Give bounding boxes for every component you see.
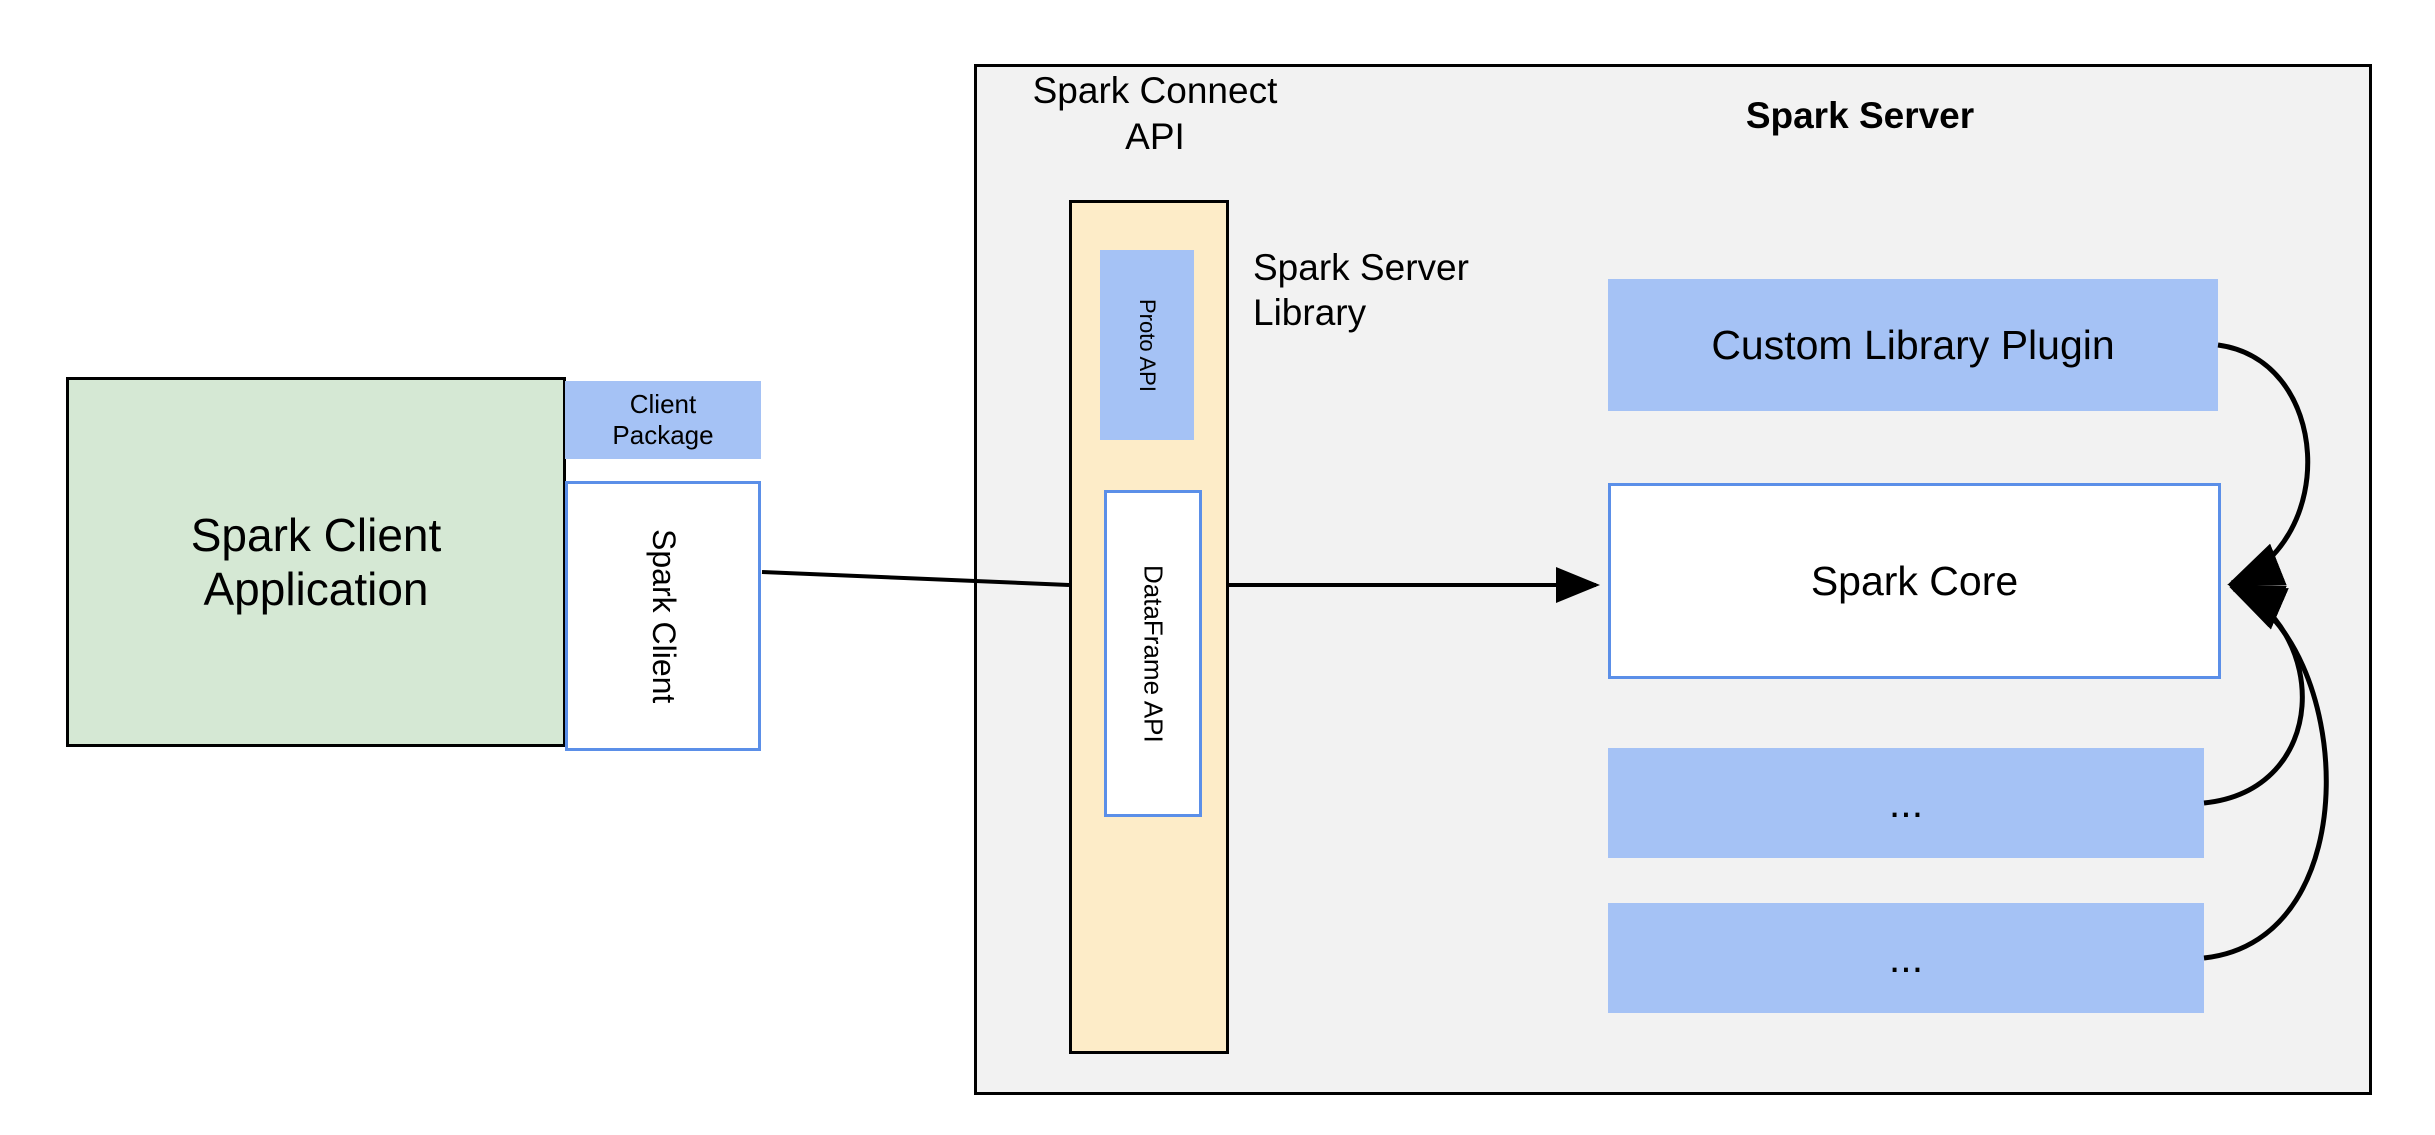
spark-server-title: Spark Server (1745, 95, 1975, 136)
proto-api-box[interactable]: Proto API (1100, 250, 1194, 440)
client-package-box[interactable]: Client Package (565, 381, 761, 459)
ellipsis-label-2: ... (1888, 934, 1924, 981)
custom-library-plugin-box[interactable]: Custom Library Plugin (1608, 279, 2218, 411)
spark-client-box[interactable]: Spark Client (565, 481, 761, 751)
dataframe-api-box[interactable]: DataFrame API (1104, 490, 1202, 817)
ellipsis-box-1[interactable]: ... (1608, 748, 2204, 858)
spark-connect-api-label: Spark Connect API (1032, 70, 1278, 158)
spark-server-library-label: Spark Server Library (1253, 247, 1469, 334)
spark-client-application-label: Spark Client Application (190, 508, 442, 615)
spark-core-box[interactable]: Spark Core (1608, 483, 2221, 679)
ellipsis-box-2[interactable]: ... (1608, 903, 2204, 1013)
client-package-label: Client Package (612, 389, 714, 450)
spark-core-label: Spark Core (1810, 557, 2019, 604)
proto-api-label: Proto API (1134, 298, 1160, 392)
spark-client-label: Spark Client (645, 528, 682, 704)
spark-client-application-box[interactable]: Spark Client Application (66, 377, 566, 747)
ellipsis-label-1: ... (1888, 779, 1924, 826)
custom-library-plugin-label: Custom Library Plugin (1711, 321, 2115, 368)
dataframe-api-label: DataFrame API (1138, 564, 1169, 743)
